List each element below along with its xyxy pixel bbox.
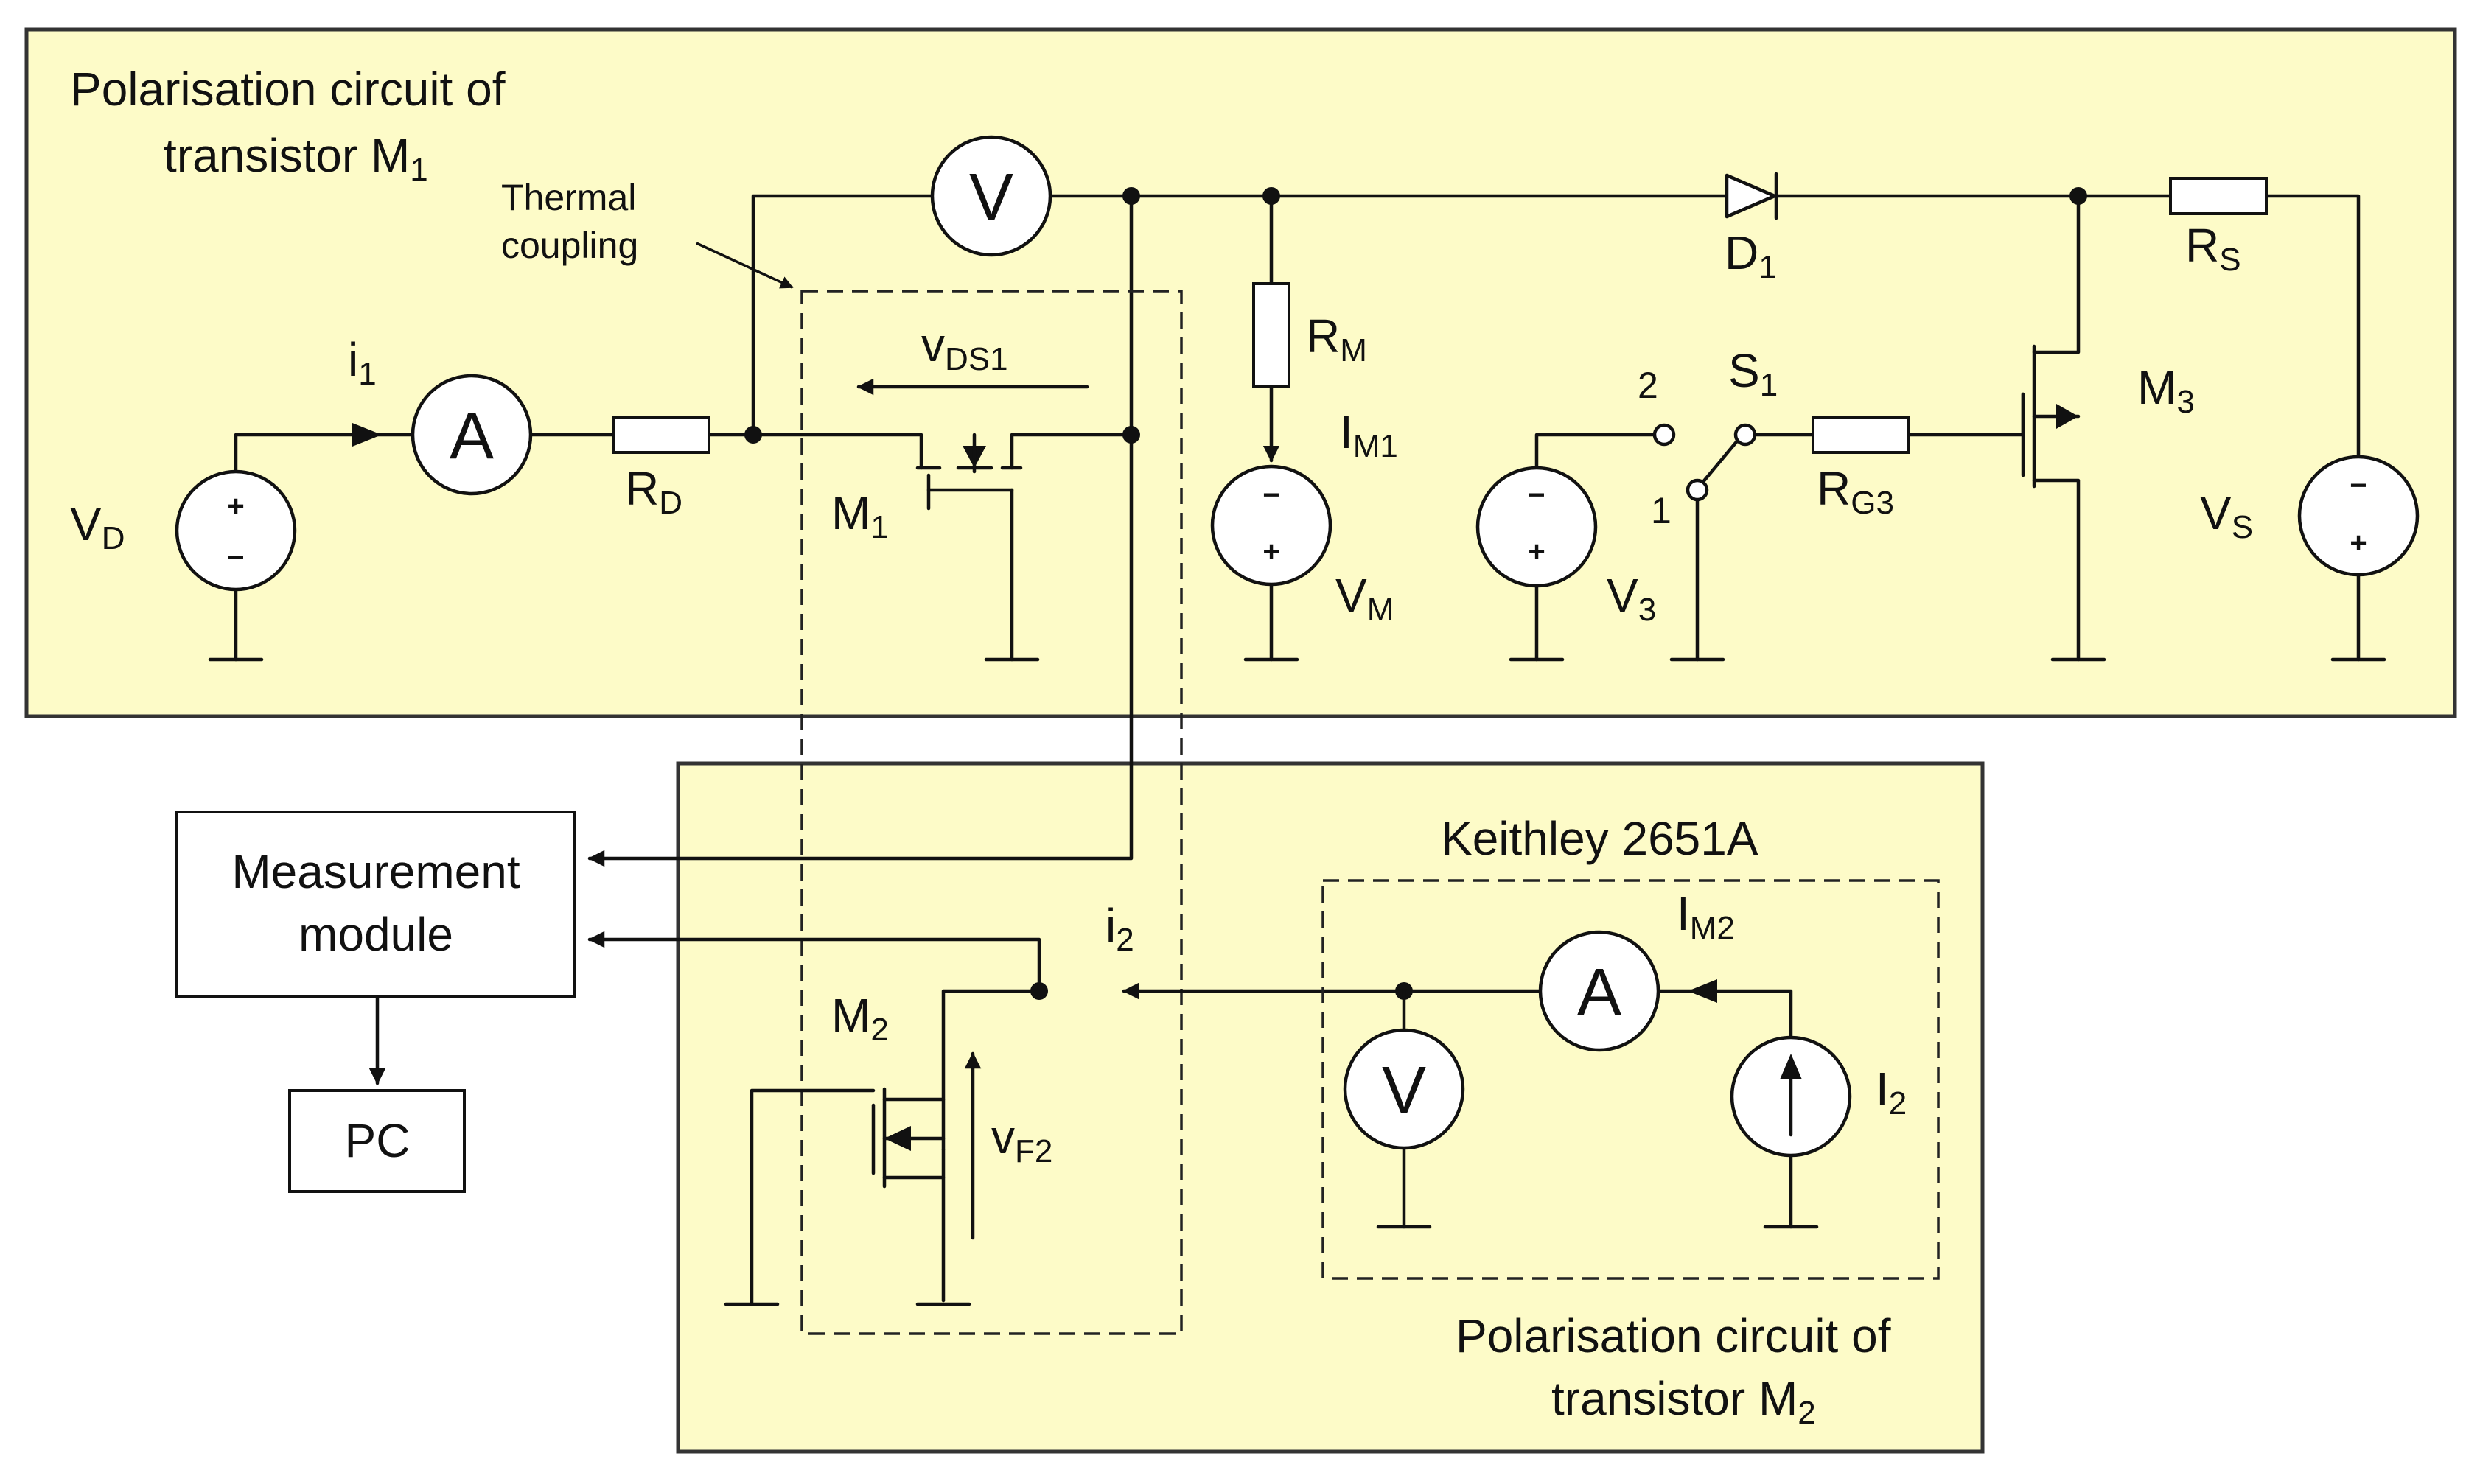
label-m1: M1: [831, 486, 889, 545]
svg-text:Thermal: Thermal: [501, 177, 636, 218]
svg-text:+: +: [2350, 527, 2367, 559]
label-vm: VM: [1335, 569, 1394, 628]
ammeter-keithley: A: [1538, 930, 1660, 1052]
svg-text:+: +: [1262, 536, 1279, 568]
label-im2: IM2: [1677, 887, 1735, 946]
label-m3: M3: [2137, 361, 2195, 420]
svg-text:V: V: [1382, 1054, 1426, 1127]
svg-text:+: +: [1528, 536, 1545, 568]
source-vs: − +: [2297, 455, 2420, 577]
label-i2: i2: [1105, 899, 1134, 958]
label-rd: RD: [625, 462, 682, 521]
label-vs: VS: [2200, 486, 2253, 545]
bottom-grounds: [724, 1225, 1819, 1306]
resistor-rs: [2169, 177, 2268, 215]
svg-text:−: −: [1528, 479, 1545, 511]
label-im1: IM1: [1340, 405, 1398, 464]
transistor-m1: [915, 433, 1023, 511]
thermal-coupling-label: Thermal coupling: [501, 177, 638, 266]
source-v3: − +: [1475, 466, 1598, 588]
voltmeter-top: V: [930, 135, 1052, 257]
svg-text:PC: PC: [345, 1114, 411, 1167]
svg-text:module: module: [298, 908, 453, 961]
svg-text:Polarisation circuit of: Polarisation circuit of: [70, 63, 506, 116]
thermal-coupling-box: [800, 290, 1183, 1335]
junctions: [744, 187, 2087, 1000]
label-m2: M2: [831, 989, 889, 1048]
svg-text:+: +: [227, 490, 244, 522]
label-rg3: RG3: [1817, 462, 1894, 521]
current-source-i2: [1730, 1035, 1852, 1158]
label-rm: RM: [1306, 309, 1367, 368]
voltmeter-keithley: V: [1343, 1028, 1465, 1150]
svg-text:−: −: [1262, 479, 1279, 511]
top-panel: [24, 27, 2457, 718]
source-vd: + −: [175, 469, 297, 592]
svg-text:coupling: coupling: [501, 225, 638, 266]
thermal-pointer: [696, 242, 794, 289]
label-switch-pos1: 1: [1651, 490, 1672, 531]
keithley-box: [1321, 879, 1940, 1280]
top-panel-title: Polarisation circuit of transistor M1: [70, 63, 506, 188]
bottom-panel-title: Polarisation circuit of transistor M2: [1456, 1309, 1891, 1431]
svg-text:−: −: [2350, 469, 2367, 502]
ammeter-top: A: [411, 374, 533, 496]
label-s1: S1: [1728, 344, 1778, 403]
resistor-rm: [1252, 282, 1290, 388]
label-vf2: vF2: [991, 1110, 1052, 1169]
diode-d1: [1725, 172, 1778, 220]
label-rs: RS: [2185, 219, 2241, 278]
svg-text:transistor M1: transistor M1: [164, 129, 428, 188]
svg-text:−: −: [227, 542, 244, 574]
label-vds1: vDS1: [921, 318, 1008, 377]
svg-text:Polarisation circuit of: Polarisation circuit of: [1456, 1309, 1891, 1362]
resistor-rg3: [1812, 416, 1910, 454]
switch-s1: [1652, 423, 1757, 502]
pc-box: PC: [288, 1089, 466, 1193]
label-vd: VD: [70, 497, 125, 556]
svg-text:Measurement: Measurement: [231, 845, 520, 898]
svg-text:A: A: [450, 399, 494, 473]
svg-text:V: V: [969, 161, 1013, 234]
svg-text:transistor M2: transistor M2: [1551, 1372, 1816, 1431]
source-vm: − +: [1210, 464, 1332, 587]
measurement-module: Measurement module: [175, 811, 576, 998]
svg-text:A: A: [1577, 956, 1621, 1029]
label-v3: V3: [1607, 569, 1656, 628]
label-i2-source: I2: [1876, 1063, 1907, 1121]
keithley-label: Keithley 2651A: [1441, 812, 1758, 865]
label-d1: D1: [1725, 226, 1777, 285]
bottom-wiring: [368, 931, 1793, 1306]
label-switch-pos2: 2: [1638, 365, 1658, 406]
label-i1: i1: [348, 333, 377, 392]
resistor-rd: [612, 416, 710, 454]
